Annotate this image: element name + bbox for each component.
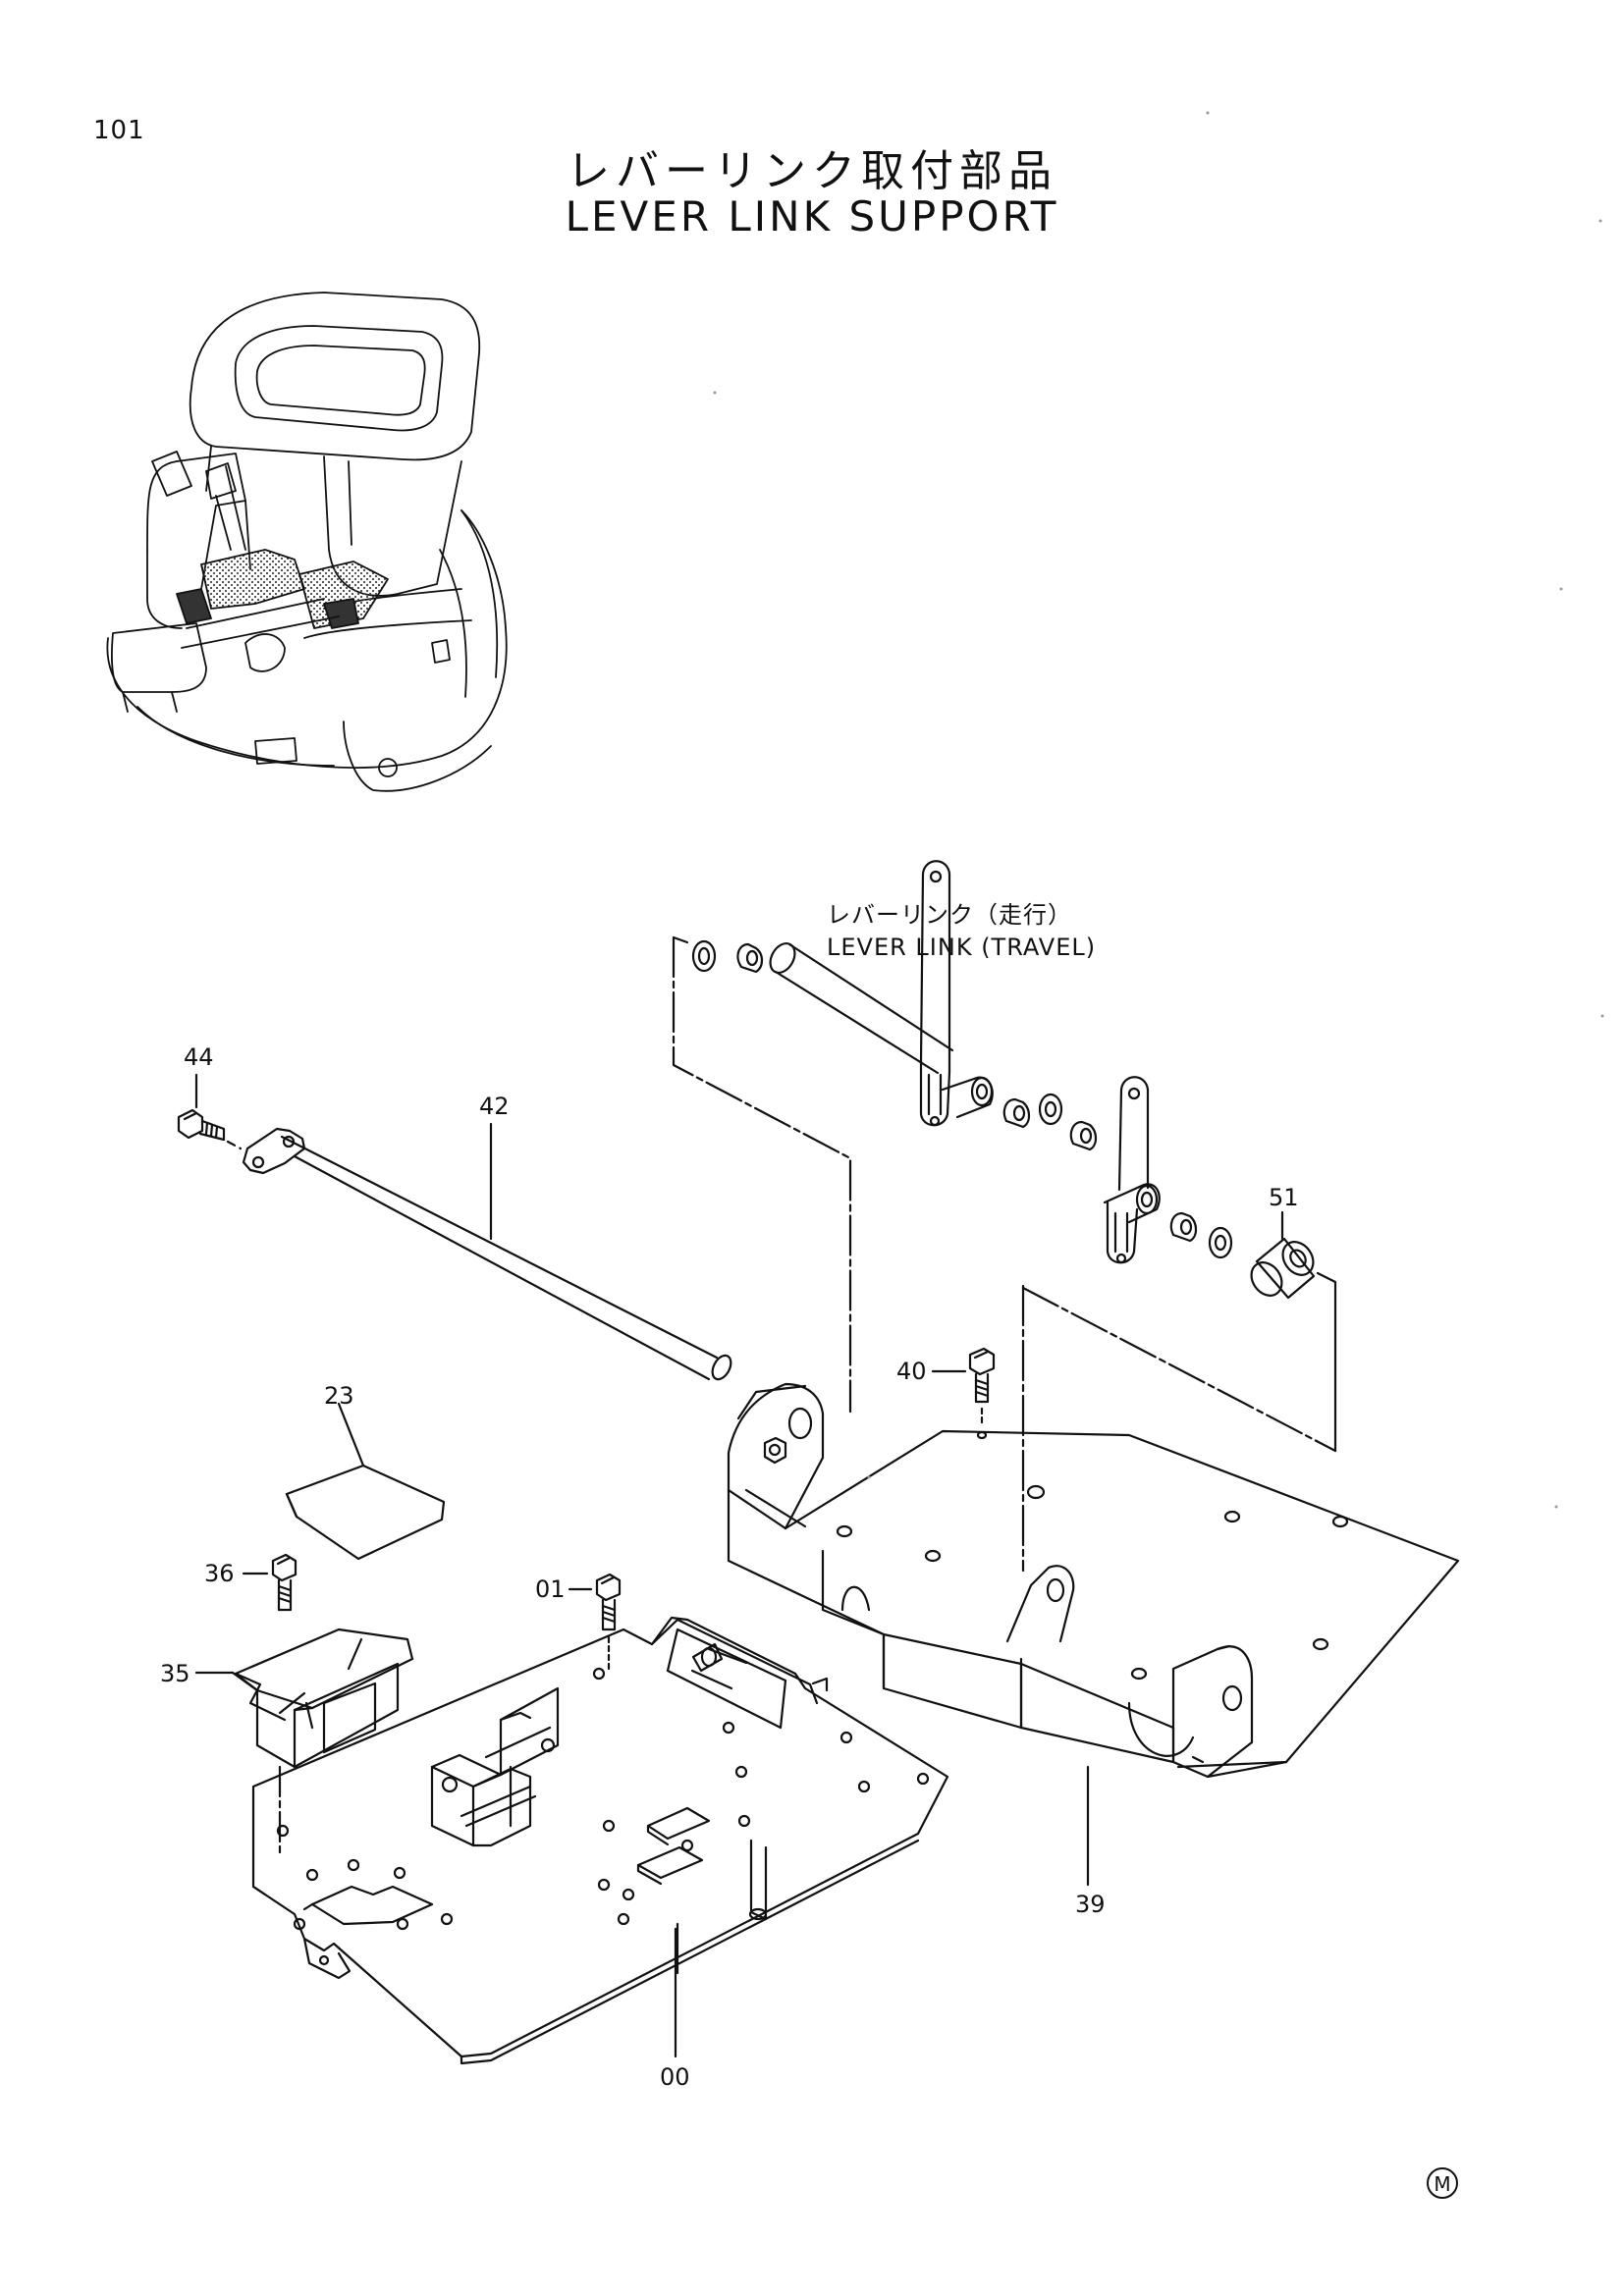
corner-mark-letter: M [1434,2172,1450,2196]
scan-specks [713,111,1604,1509]
page-title-english: LEVER LINK SUPPORT [565,192,1059,240]
excavator-cab-location-view [106,292,508,792]
callout-40: 40 [896,1358,927,1385]
page-title-japanese: レバーリンク取付部品 [567,146,1057,196]
callout-01: 01 [535,1575,566,1603]
callout-35: 35 [160,1660,190,1687]
callout-23: 23 [324,1382,354,1410]
callout-00: 00 [660,2063,690,2091]
rod-42 [226,1122,732,1381]
base-plate-00 [251,1616,949,2065]
callout-39: 39 [1075,1891,1106,1918]
subassembly-label-japanese: レバーリンク（走行） [827,901,1072,929]
bracket-plate-39 [727,1382,1460,1887]
callout-51: 51 [1269,1184,1299,1211]
cover-23 [285,1402,446,1561]
callout-44: 44 [184,1043,214,1071]
page-number: 101 [93,116,145,145]
subassembly-label-english: LEVER LINK (TRAVEL) [827,934,1096,961]
subassembly-label: レバーリンク（走行） LEVER LINK (TRAVEL) [827,901,1096,961]
bolt-01 [568,1573,622,1671]
lever-link-travel-assembly [672,860,1337,1573]
bolt-40 [931,1347,996,1425]
callout-36: 36 [204,1560,235,1587]
bracket-35 [194,1628,414,1857]
bolt-36 [242,1553,298,1612]
part-callouts: 44 42 51 40 23 36 01 35 39 00 [160,1043,1299,2091]
corner-mark: M [1427,2167,1458,2199]
callout-42: 42 [479,1093,510,1120]
bolt-44 [177,1073,226,1142]
